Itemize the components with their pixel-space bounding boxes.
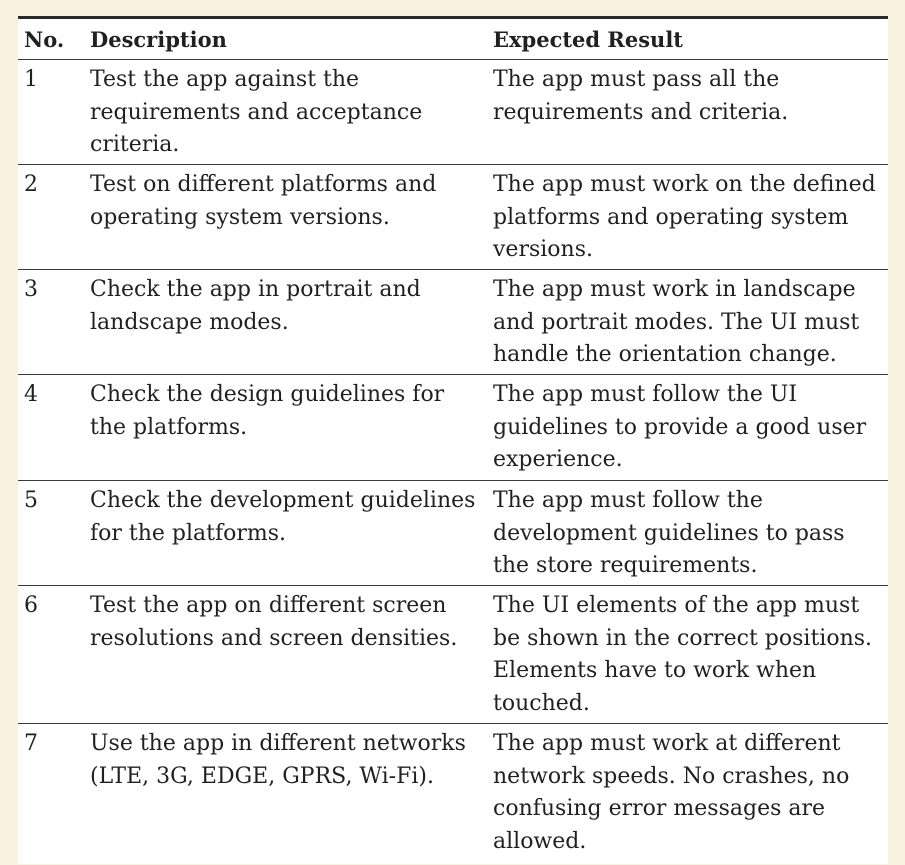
row-number: 3 (24, 277, 38, 302)
row-expected-result: The app must work at different network s… (493, 731, 850, 854)
row-expected-result: The app must work in landscape and portr… (493, 277, 860, 367)
row-number: 6 (24, 593, 38, 618)
header-no: No. (24, 26, 65, 52)
row-description: Use the app in different networks (LTE, … (90, 731, 466, 789)
table-row: 2 Test on different platforms and operat… (18, 164, 888, 269)
row-number: 1 (24, 67, 38, 92)
table-row: 5 Check the development guidelines for t… (18, 480, 888, 585)
row-expected-result: The UI elements of the app must be shown… (493, 593, 873, 716)
row-number: 4 (24, 382, 38, 407)
row-description: Check the design guidelines for the plat… (90, 382, 445, 440)
table-row: 3 Check the app in portrait and landscap… (18, 269, 888, 374)
row-number: 5 (24, 488, 38, 513)
header-description: Description (90, 26, 227, 52)
table-row: 4 Check the design guidelines for the pl… (18, 374, 888, 480)
row-expected-result: The app must follow the development guid… (493, 488, 845, 578)
row-description: Test the app against the requirements an… (90, 67, 423, 157)
row-number: 2 (24, 172, 38, 197)
row-expected-result: The app must work on the defined platfor… (493, 172, 876, 262)
row-description: Test on different platforms and operatin… (90, 172, 437, 230)
table-row: 1 Test the app against the requirements … (18, 59, 888, 164)
table-row: 6 Test the app on different screen resol… (18, 585, 888, 723)
header-expected-result: Expected Result (493, 26, 683, 52)
table-header-row: No. Description Expected Result (18, 19, 888, 59)
test-cases-table: No. Description Expected Result 1 Test t… (18, 16, 888, 864)
row-number: 7 (24, 731, 38, 756)
row-description: Check the app in portrait and landscape … (90, 277, 421, 335)
row-expected-result: The app must pass all the requirements a… (493, 67, 789, 125)
row-description: Test the app on different screen resolut… (90, 593, 458, 651)
table-row: 7 Use the app in different networks (LTE… (18, 723, 888, 861)
row-expected-result: The app must follow the UI guidelines to… (493, 382, 867, 472)
row-description: Check the development guidelines for the… (90, 488, 476, 546)
